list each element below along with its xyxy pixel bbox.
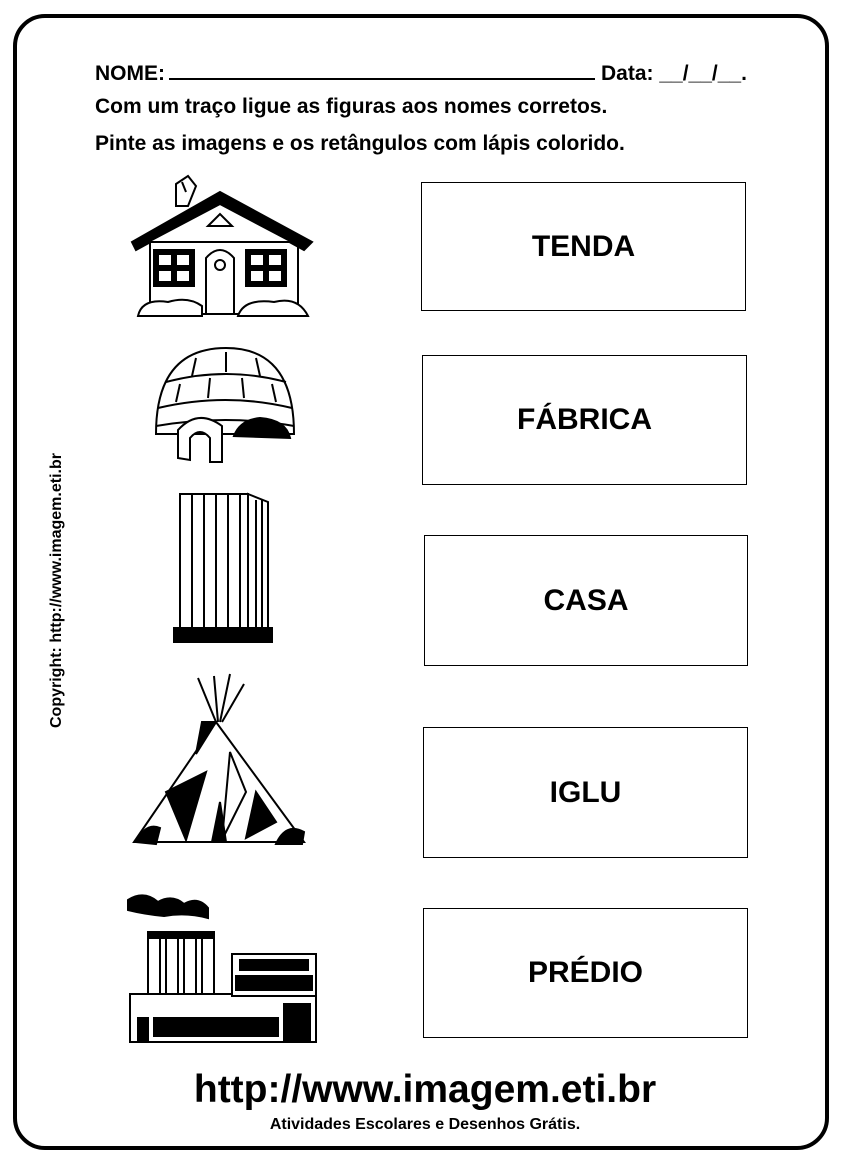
copyright-text: Copyright: http://www.imagem.eti.br	[48, 453, 65, 728]
word-box-1: TENDA	[421, 182, 746, 311]
page-frame	[13, 14, 829, 1150]
name-row: NOME: Data: __/__/__.	[95, 60, 747, 86]
word-label: FÁBRICA	[517, 403, 652, 436]
word-label: PRÉDIO	[527, 956, 644, 989]
word-box-5: PRÉDIO	[423, 908, 748, 1038]
factory-icon	[127, 894, 317, 1043]
word-label: IGLU	[549, 775, 622, 809]
footer-url[interactable]: http://www.imagem.eti.br	[193, 1068, 657, 1111]
word-label: CASA	[543, 583, 629, 617]
word-label: TENDA	[531, 229, 636, 263]
tent-icon	[132, 673, 306, 846]
igloo-icon	[154, 346, 296, 463]
name-field[interactable]	[169, 60, 595, 80]
word-box-4: IGLU	[423, 727, 748, 858]
footer-tagline: Atividades Escolares e Desenhos Grátis.	[269, 1116, 581, 1133]
word-box-2: FÁBRICA	[422, 355, 747, 485]
word-box-3: CASA	[424, 535, 748, 666]
name-label: NOME:	[95, 62, 165, 85]
date-label: Data: __/__/__.	[601, 62, 747, 85]
instruction-line-1: Com um traço ligue as figuras aos nomes …	[95, 95, 608, 118]
building-icon	[173, 492, 273, 643]
house-icon	[130, 174, 314, 317]
instruction-line-2: Pinte as imagens e os retângulos com láp…	[95, 132, 625, 155]
